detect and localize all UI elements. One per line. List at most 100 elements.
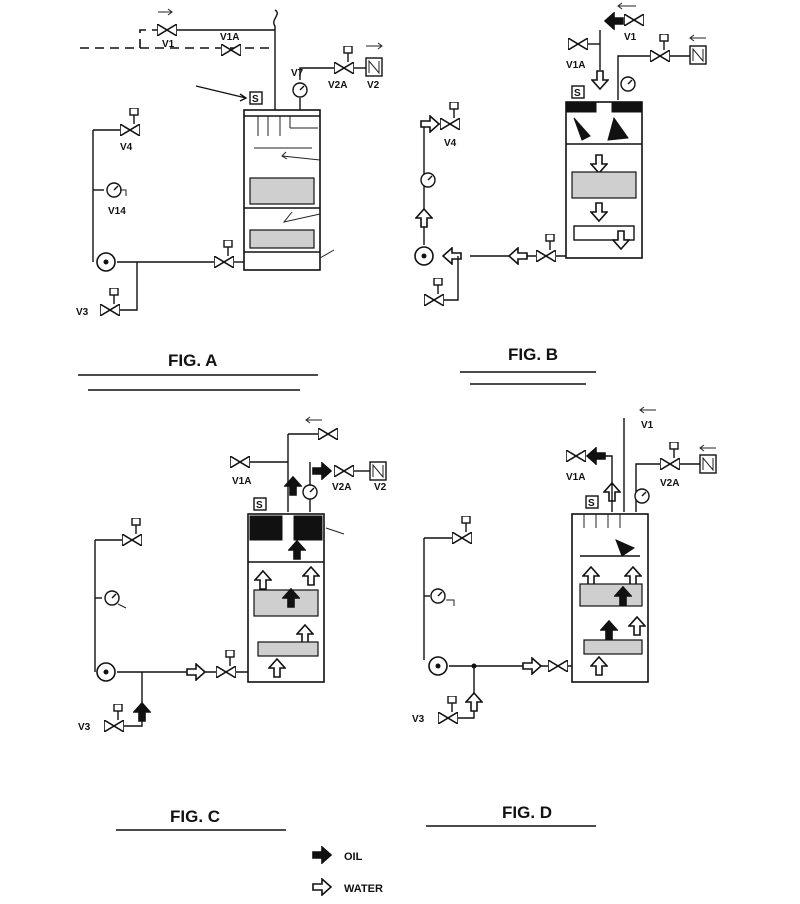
valve-actuator-icon [129,108,139,125]
valve-icon [120,124,140,136]
valve-icon [452,532,472,544]
valve-icon [334,62,354,74]
valve-icon [548,660,568,672]
valve-icon [660,458,680,470]
legend-water-icon [312,878,332,896]
label-v4: V4 [444,138,457,149]
valve-actuator-icon [223,240,233,257]
label-s: S [588,498,595,509]
gauge-icon [430,588,446,604]
valve-icon [440,118,460,130]
figure-caption-b: FIG. B [508,345,558,364]
pump-icon [96,662,116,682]
label-v2: V2 [374,482,387,493]
label-v2a: V2A [328,80,347,91]
oil-arrow-icon [604,12,624,30]
valve-actuator-icon [659,34,669,51]
label-v1a: V1A [232,476,251,487]
valve-icon [214,256,234,268]
pointer-arrow-icon [195,85,248,102]
valve-icon [157,24,177,36]
oil-arrow-icon [586,447,606,465]
oil-arrow-icon [312,462,332,480]
label-v1a: V1A [220,32,239,43]
figure-caption-d: FIG. D [502,803,552,822]
figure-a: V1 V1A V7 V2A V2 S [76,8,383,391]
valve-icon [424,294,444,306]
inlet-branch-dashed [139,29,158,48]
sensor-box [253,497,267,511]
valve-actuator-icon [461,516,471,533]
gauge-icon [104,590,120,606]
sensor-box [585,495,599,509]
water-arrow-icon [591,70,609,90]
valve-icon [318,428,338,440]
oil-arrow-icon [133,702,151,722]
gauge-icon [302,484,318,500]
figure-caption-a: FIG. A [168,351,217,370]
valve-icon [104,720,124,732]
flow-direction-icon [366,42,383,50]
pump-icon [96,252,116,272]
figure-d: V1 V1A V2A S [412,406,717,827]
label-s: S [252,94,259,105]
label-v4: V4 [120,142,133,153]
filter-media [579,583,643,607]
label-v2a: V2A [660,478,679,489]
gauge-icon [634,488,650,504]
valve-actuator-icon [545,234,555,251]
water-arrow-icon [186,663,206,681]
legend: OIL WATER [312,846,383,896]
label-v7: V7 [291,68,304,79]
label-v3: V3 [78,722,91,733]
gauge-icon [106,182,122,198]
valve-icon [100,304,120,316]
figure-b: V1 V1A S [414,2,707,385]
water-arrow-icon [465,692,483,712]
water-arrow-icon [522,657,542,675]
label-v1: V1 [624,32,637,43]
label-v2: V2 [367,80,380,91]
legend-oil-icon [312,846,332,864]
figure-caption-c: FIG. C [170,807,220,826]
valve-actuator-icon [433,278,443,295]
pump-icon [414,246,434,266]
flow-direction-icon [158,8,173,16]
valve-actuator-icon [343,46,353,63]
gauge-icon [292,82,308,98]
filter-media [571,171,637,199]
valve-icon [650,50,670,62]
filter-media [249,229,315,249]
legend-water-label: WATER [344,883,383,895]
label-v1a: V1A [566,472,585,483]
label-v3: V3 [412,714,425,725]
label-s: S [574,88,581,99]
valve-actuator-icon [113,704,123,721]
filter-media [257,641,319,657]
label-v1a: V1A [566,60,585,71]
valve-icon [221,44,241,56]
sensor-box [571,85,585,99]
valve-actuator-icon [669,442,679,459]
valve-actuator-icon [449,102,459,119]
label-v1: V1 [641,420,654,431]
label-v1: V1 [162,39,175,50]
valve-icon [568,38,588,50]
gauge-icon [420,172,436,188]
valve-icon [230,456,250,468]
sensor-box [249,91,263,105]
label-v14: V14 [108,206,126,217]
filter-media [583,639,643,655]
valve-actuator-icon [447,696,457,713]
figure-c: V1A V2A V2 S [78,416,387,831]
gauge-icon [620,76,636,92]
valve-actuator-icon [225,650,235,667]
valve-icon [624,14,644,26]
valve-icon [216,666,236,678]
valve-icon [122,534,142,546]
valve-icon [566,450,586,462]
valve-icon [334,465,354,477]
pump-icon [428,656,448,676]
valve-icon [536,250,556,262]
